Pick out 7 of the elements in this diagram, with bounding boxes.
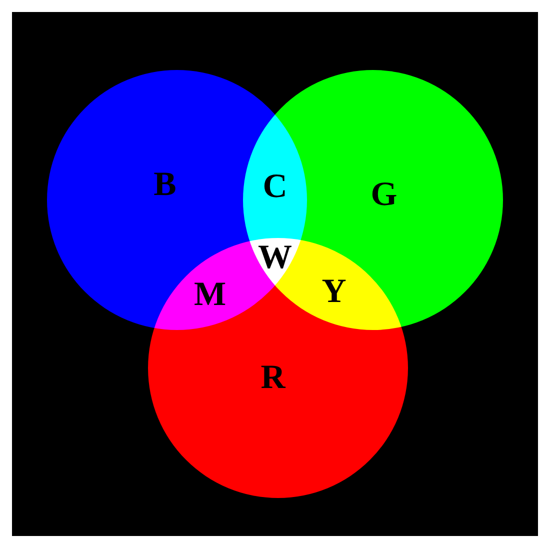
overlap-label: Y xyxy=(322,275,346,309)
circle-label: G xyxy=(370,178,398,212)
overlap-label: W xyxy=(258,241,292,275)
overlap-label: C xyxy=(262,170,288,204)
circle-label: B xyxy=(154,168,176,202)
circle-label: R xyxy=(260,361,286,395)
overlap-label: M xyxy=(194,278,226,312)
